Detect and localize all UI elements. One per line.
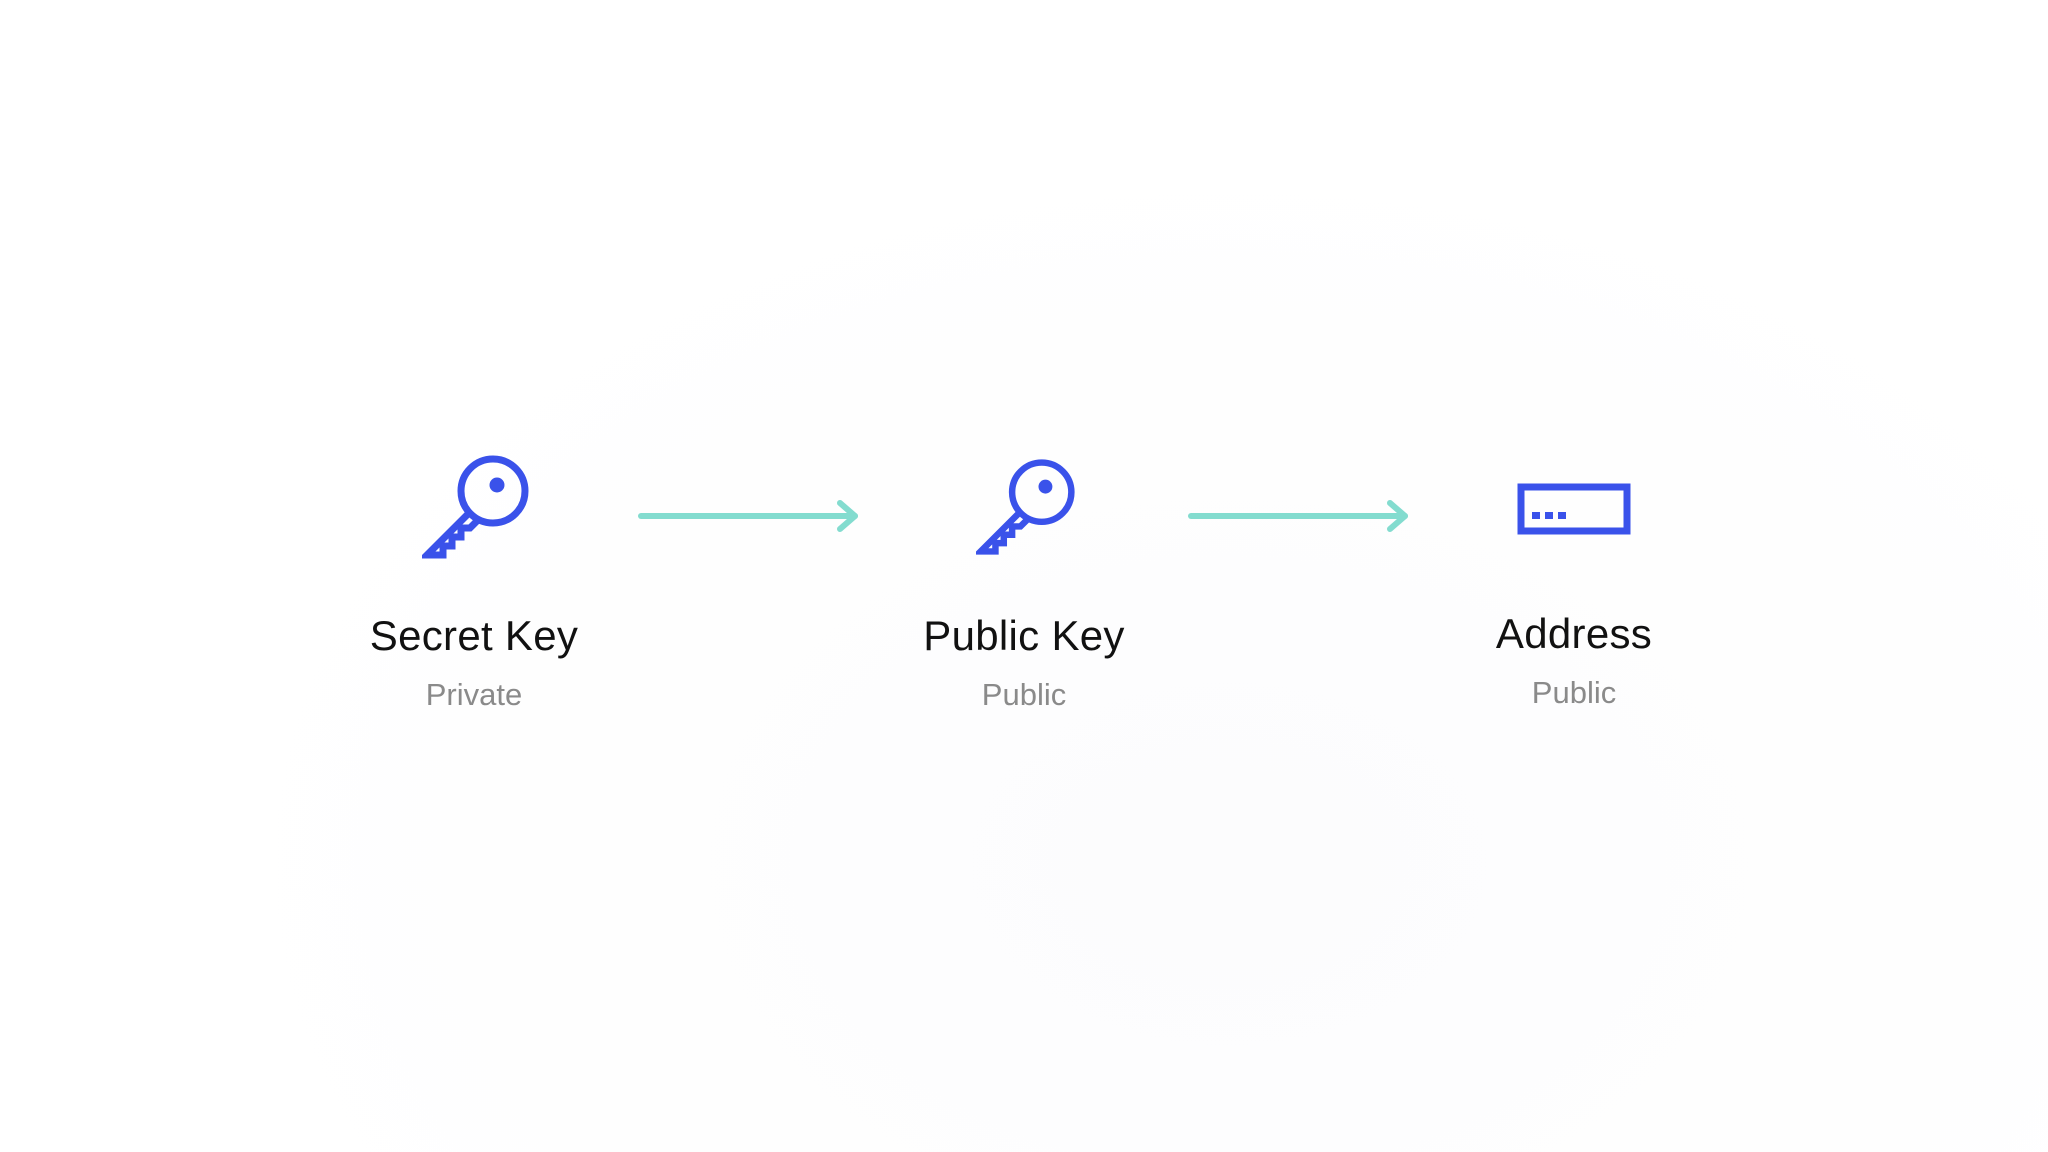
address-icon (1517, 483, 1631, 535)
node-secret-key: Secret Key Private (294, 455, 654, 725)
node-title: Secret Key (369, 612, 579, 659)
node-title: Public Key (923, 612, 1125, 659)
node-subtitle: Public (1531, 675, 1617, 710)
node-public-key: Public Key Public (844, 455, 1204, 725)
key-icon (976, 459, 1075, 555)
arrow-right-icon (1188, 500, 1408, 532)
node-subtitle: Public (981, 677, 1067, 712)
node-address: Address Public (1394, 455, 1754, 725)
node-subtitle: Private (425, 677, 523, 712)
key-icon (422, 455, 529, 559)
arrow-right-icon (638, 500, 858, 532)
node-title: Address (1495, 610, 1653, 657)
